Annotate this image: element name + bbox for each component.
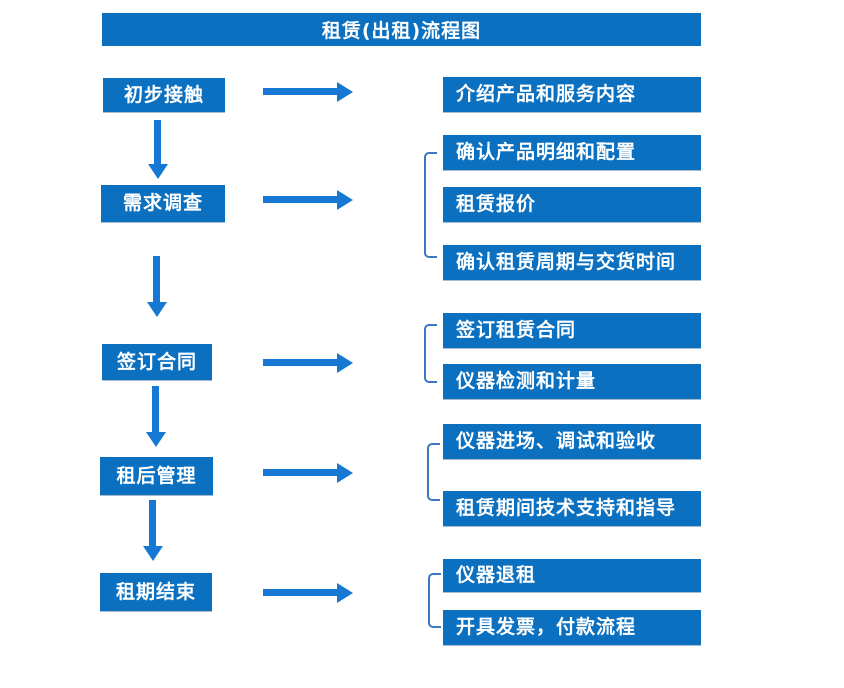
output-box: 介绍产品和服务内容 — [443, 77, 701, 112]
output-box: 仪器进场、调试和验收 — [443, 424, 701, 459]
stage-box-sign-contract: 签订合同 — [102, 344, 212, 380]
output-box: 仪器退租 — [443, 559, 701, 592]
stage-box-initial-contact: 初步接触 — [103, 78, 225, 112]
output-box: 租赁报价 — [443, 187, 701, 222]
right-arrow — [263, 469, 337, 476]
group-bracket — [424, 152, 437, 258]
stage-box-rental-end: 租期结束 — [100, 573, 212, 611]
stage-box-post-rental-management: 租后管理 — [100, 457, 213, 495]
right-arrow — [263, 88, 337, 95]
output-box: 确认租赁周期与交货时间 — [443, 245, 701, 280]
flowchart-title: 租赁(出租)流程图 — [102, 13, 701, 46]
stage-box-demand-survey: 需求调查 — [101, 185, 225, 222]
output-box: 确认产品明细和配置 — [443, 135, 701, 170]
output-box: 租赁期间技术支持和指导 — [443, 491, 701, 526]
down-arrow — [149, 500, 156, 546]
right-arrow — [263, 196, 337, 203]
right-arrow — [263, 359, 337, 366]
group-bracket — [424, 324, 437, 383]
down-arrow — [154, 120, 161, 164]
down-arrow — [153, 256, 160, 302]
output-box: 签订租赁合同 — [443, 313, 701, 348]
right-arrow — [263, 589, 337, 596]
down-arrow — [152, 386, 159, 432]
group-bracket — [428, 573, 441, 628]
output-box: 开具发票，付款流程 — [443, 610, 701, 645]
output-box: 仪器检测和计量 — [443, 364, 701, 399]
group-bracket — [427, 443, 440, 501]
